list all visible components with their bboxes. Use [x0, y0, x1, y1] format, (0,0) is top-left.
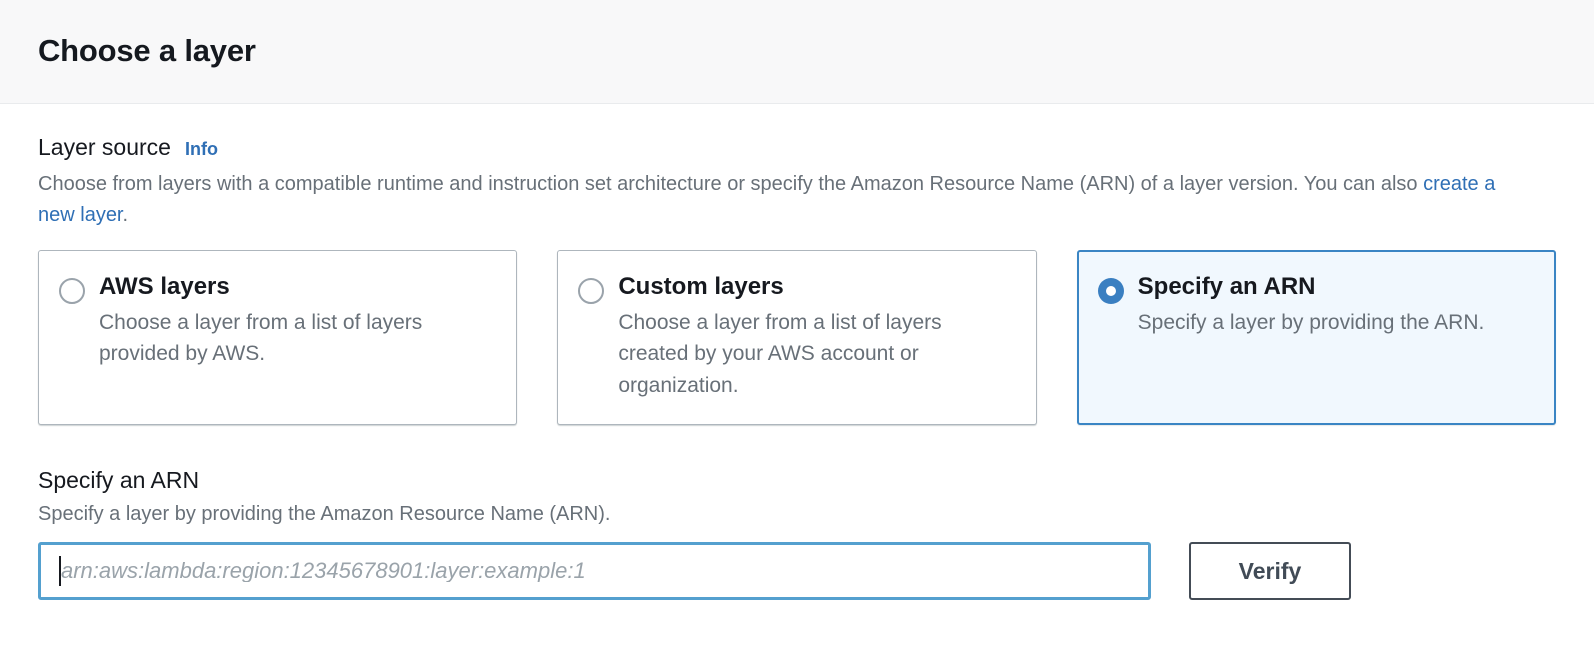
- create-a-new-layer-link[interactable]: create a new layer: [38, 172, 1496, 226]
- layer-source-description-text-1: Choose from layers with a compatible run…: [38, 172, 1424, 195]
- radio-icon-aws-layers[interactable]: [59, 277, 85, 304]
- page-title: Choose a layer: [38, 33, 256, 69]
- arn-input[interactable]: arn:aws:lambda:region:12345678901:layer:…: [38, 542, 1151, 601]
- arn-input-row: arn:aws:lambda:region:12345678901:layer:…: [38, 542, 1556, 601]
- verify-button[interactable]: Verify: [1189, 542, 1351, 601]
- layer-source-radio-group: AWS layers Choose a layer from a list of…: [38, 249, 1556, 425]
- radio-tile-title-aws-layers: AWS layers: [99, 272, 230, 300]
- radio-tile-aws-layers[interactable]: AWS layers Choose a layer from a list of…: [38, 249, 518, 425]
- radio-icon-custom-layers[interactable]: [578, 277, 605, 304]
- specify-an-arn-section: Specify an ARN Specify a layer by provid…: [38, 467, 1556, 601]
- text-cursor-icon: [59, 556, 61, 587]
- radio-tile-title-custom-layers: Custom layers: [618, 272, 784, 300]
- radio-icon-specify-an-arn[interactable]: [1097, 277, 1124, 304]
- dialog-body: Layer source Info Choose from layers wit…: [0, 104, 1594, 666]
- info-link[interactable]: Info: [184, 139, 218, 159]
- arn-section-heading: Specify an ARN: [38, 466, 200, 493]
- layer-source-description: Choose from layers with a compatible run…: [38, 169, 1508, 231]
- arn-section-description: Specify a layer by providing the Amazon …: [38, 503, 611, 526]
- layer-source-label-row: Layer source Info: [38, 134, 1556, 162]
- dialog-header: Choose a layer: [0, 0, 1594, 104]
- radio-tile-description-custom-layers: Choose a layer from a list of layers cre…: [618, 311, 942, 397]
- radio-tile-description-aws-layers: Choose a layer from a list of layers pro…: [99, 311, 423, 366]
- layer-source-description-text-2: .: [122, 203, 129, 226]
- radio-tile-specify-an-arn[interactable]: Specify an ARN Specify a layer by provid…: [1076, 249, 1556, 425]
- arn-input-placeholder: arn:aws:lambda:region:12345678901:layer:…: [61, 560, 586, 583]
- radio-tile-description-specify-an-arn: Specify a layer by providing the ARN.: [1137, 311, 1485, 335]
- layer-source-label: Layer source: [38, 134, 171, 160]
- radio-tile-custom-layers[interactable]: Custom layers Choose a layer from a list…: [557, 249, 1037, 425]
- radio-tile-title-specify-an-arn: Specify an ARN: [1137, 272, 1316, 300]
